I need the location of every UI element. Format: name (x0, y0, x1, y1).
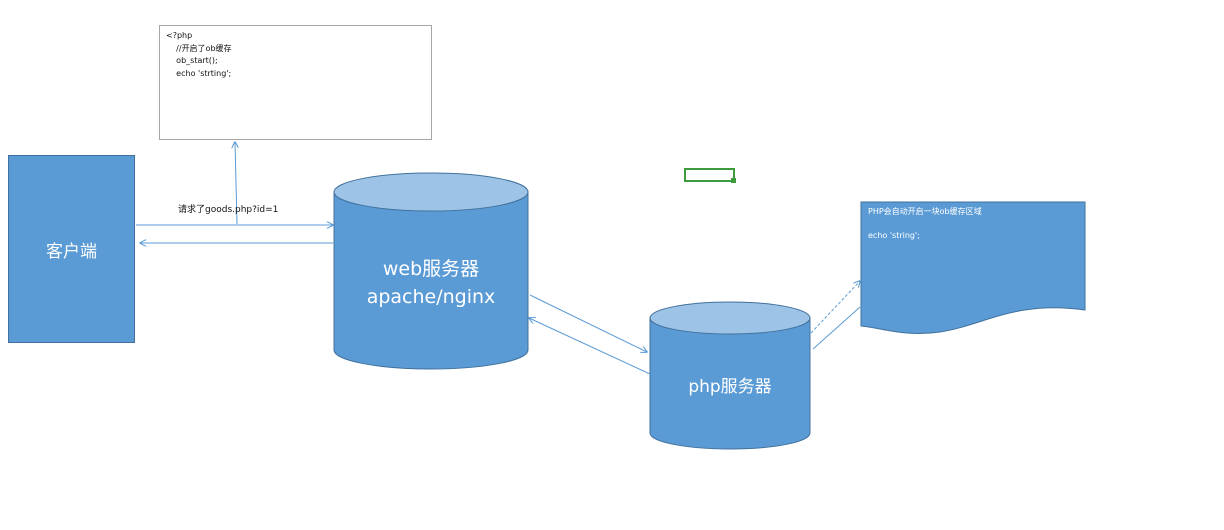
code-line-ob-start: ob_start(); (166, 56, 218, 65)
client-box[interactable]: 客户端 (8, 155, 135, 343)
selected-cell-outline[interactable] (684, 168, 736, 183)
code-note-box[interactable]: <?php //开启了ob缓存 ob_start(); echo 'strtin… (159, 25, 432, 140)
client-label: 客户端 (46, 241, 97, 262)
php-to-buffer-dashed-arrow (810, 281, 860, 334)
php-server-cylinder[interactable] (649, 301, 811, 450)
ob-buffer-echo: echo 'string'; (868, 231, 920, 240)
php-server-label: php服务器 (688, 377, 772, 397)
ob-buffer-text: PHP会自动开启一块ob缓存区域 echo 'string'; (868, 206, 982, 242)
ob-buffer-spacer (868, 218, 982, 230)
buffer-to-php-arrow (812, 306, 861, 350)
selection-fill-handle[interactable] (731, 178, 736, 183)
code-line-php-open: <?php (166, 31, 193, 40)
php-to-web-arrow (529, 318, 651, 375)
code-line-comment: //开启了ob缓存 (166, 43, 232, 53)
code-line-echo: echo 'strting'; (166, 68, 232, 78)
web-server-sublabel: apache/nginx (366, 286, 496, 308)
ob-buffer-title: PHP会自动开启一块ob缓存区域 (868, 207, 982, 216)
request-label: 请求了goods.php?id=1 (178, 205, 279, 215)
web-server-label: web服务器 (382, 258, 480, 280)
code-note-arrow (235, 142, 237, 225)
web-server-cylinder[interactable] (333, 172, 529, 370)
web-to-php-arrow (529, 294, 647, 352)
ob-buffer-document-shape[interactable] (860, 201, 1086, 334)
